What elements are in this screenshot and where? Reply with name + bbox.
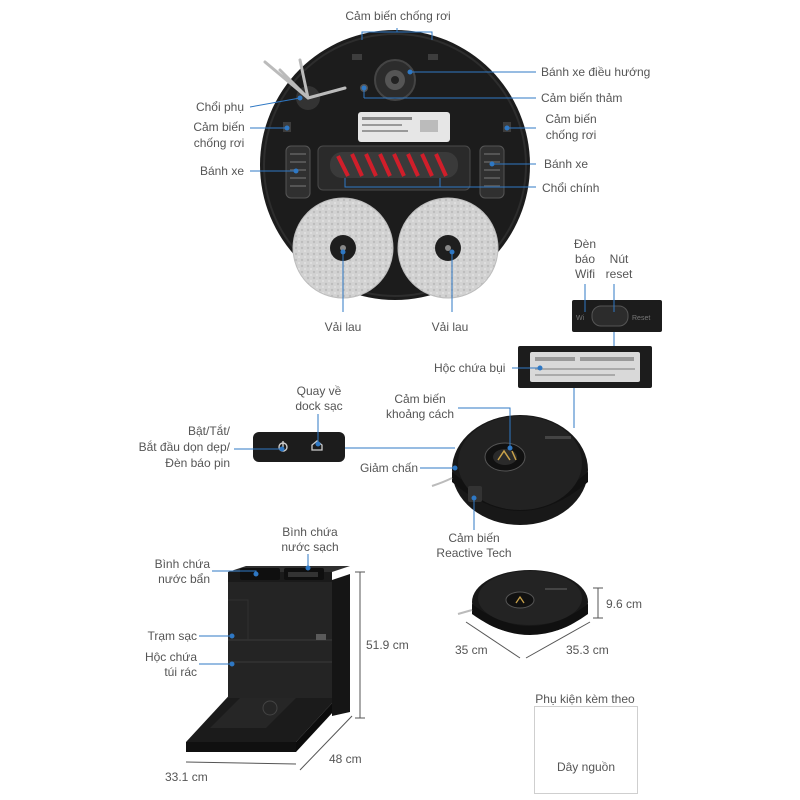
label-wifi-light-2: báo	[574, 252, 596, 266]
label-cliff-sensor-right-2: chống rơi	[545, 128, 597, 142]
label-power-cord: Dây nguồn	[556, 760, 616, 774]
label-dirty-tank-1: Bình chứa	[154, 557, 210, 571]
label-bumper: Giảm chấn	[359, 461, 418, 475]
label-clean-tank-1: Bình chứa	[282, 525, 338, 539]
side-brush-graphic	[263, 58, 347, 110]
label-return-dock-1: Quay về	[296, 384, 342, 398]
label-reactive-tech-2: Reactive Tech	[436, 546, 512, 560]
label-cliff-sensor-right-1: Cảm biến	[545, 112, 597, 126]
label-cliff-sensor-top: Cảm biến chống rơi	[345, 9, 451, 23]
label-cliff-sensor-left-2: chống rơi	[193, 136, 245, 150]
accessories-title: Phụ kiện kèm theo	[535, 692, 635, 706]
dim-dock-depth: 48 cm	[329, 752, 362, 766]
label-side-brush: Chổi phụ	[195, 100, 244, 114]
dim-robot-height: 9.6 cm	[606, 597, 643, 611]
label-reset-button-2: reset	[605, 267, 633, 281]
label-dustbin: Hộc chứa bụi	[434, 361, 506, 375]
label-power-3: Đèn báo pin	[165, 456, 230, 470]
label-trash-bag-2: túi rác	[164, 665, 197, 679]
label-distance-sensor-1: Cảm biến	[394, 392, 446, 406]
accessories-box	[534, 706, 638, 794]
label-return-dock-2: dock sạc	[295, 399, 343, 413]
label-steering-wheel: Bánh xe điều hướng	[541, 65, 651, 79]
robot-small-view	[457, 570, 588, 635]
label-power-1: Bật/Tắt/	[187, 424, 230, 438]
wifi-reset-panel: Wi Reset	[572, 300, 662, 332]
dim-robot-width: 35 cm	[455, 643, 488, 657]
dustbin-panel	[518, 346, 652, 388]
label-power-2: Bắt đầu dọn dẹp/	[138, 440, 230, 454]
callout-lines	[199, 28, 615, 667]
docking-station	[186, 566, 350, 752]
label-wheel-left: Bánh xe	[199, 164, 244, 178]
robot-bottom-view	[260, 30, 530, 300]
dim-dock-height: 51.9 cm	[366, 638, 409, 652]
label-reset-button-1: Nút	[609, 252, 629, 266]
steering-wheel-graphic	[374, 59, 416, 101]
label-carpet-sensor: Cảm biến thảm	[541, 91, 623, 105]
label-wifi-light-3: Wifi	[575, 267, 595, 281]
label-reactive-tech-1: Cảm biến	[448, 531, 500, 545]
label-dirty-tank-2: nước bẩn	[158, 572, 210, 586]
dim-dock-width: 33.1 cm	[165, 770, 208, 784]
svg-text:Reset: Reset	[632, 315, 650, 322]
label-mop-right: Vải lau	[431, 320, 469, 334]
main-brush-graphic	[330, 152, 458, 178]
label-wheel-right: Bánh xe	[544, 157, 589, 171]
label-charging-station: Trạm sạc	[147, 629, 197, 643]
control-buttons-panel	[253, 432, 345, 462]
label-wifi-light-1: Đèn	[573, 237, 596, 251]
mop-pads-graphic	[292, 197, 499, 299]
dimension-lines	[185, 571, 603, 771]
label-cliff-sensor-left-1: Cảm biến	[193, 120, 245, 134]
label-distance-sensor-2: khoảng cách	[385, 407, 455, 421]
label-trash-bag-1: Hộc chứa	[144, 650, 197, 664]
label-clean-tank-2: nước sạch	[281, 540, 339, 554]
label-main-brush: Chổi chính	[542, 181, 600, 195]
robot-top-view	[431, 415, 588, 525]
label-mop-left: Vải lau	[324, 320, 362, 334]
svg-text:Wi: Wi	[576, 315, 585, 322]
dim-robot-depth: 35.3 cm	[566, 643, 609, 657]
